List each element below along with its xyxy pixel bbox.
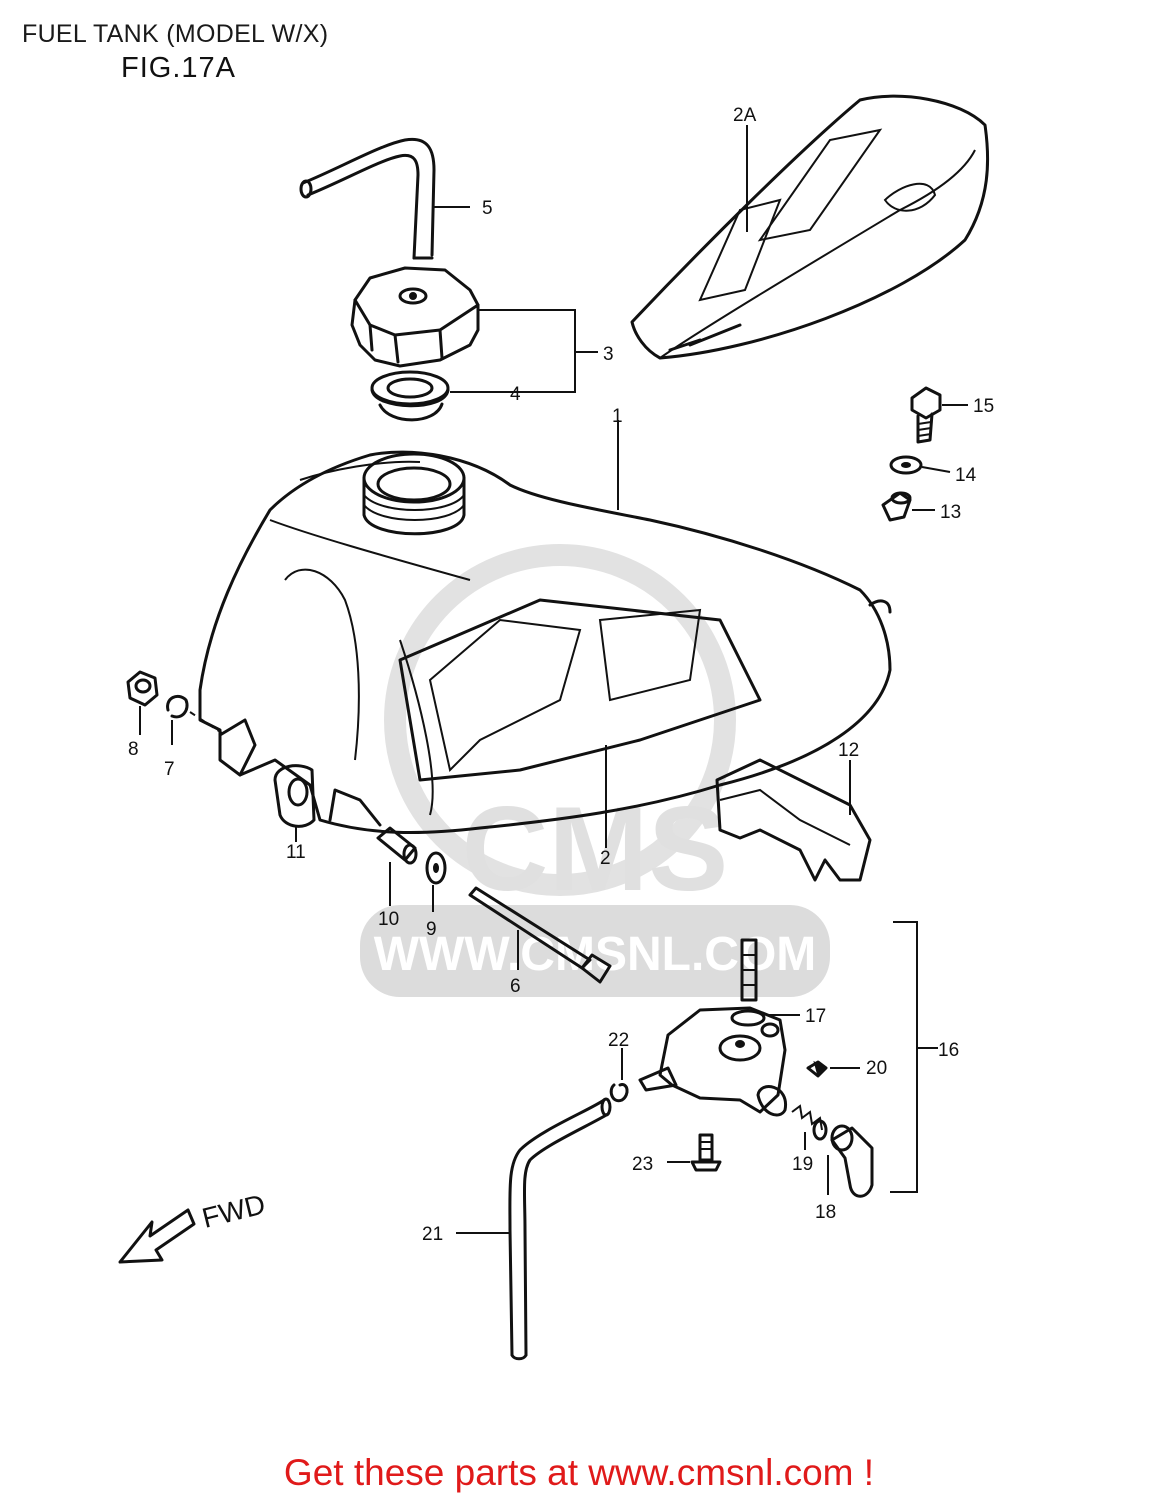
- callout-16: 16: [938, 1040, 959, 1061]
- figure-number: FIG.17A: [121, 52, 236, 84]
- part-washer: [889, 455, 923, 475]
- callout-11: 11: [286, 842, 306, 863]
- fwd-label: FWD: [199, 1188, 268, 1234]
- callout-22: 22: [608, 1030, 629, 1051]
- part-fuel-cock: [638, 938, 787, 1117]
- callout-5: 5: [482, 198, 493, 219]
- callout-10: 10: [378, 909, 399, 930]
- part-collar: [881, 491, 912, 522]
- part-screw: [806, 1060, 828, 1078]
- callout-8: 8: [128, 739, 139, 760]
- callout-2a: 2A: [733, 105, 757, 126]
- part-spacer: [376, 826, 418, 865]
- callout-3: 3: [603, 344, 614, 365]
- callout-21: 21: [422, 1224, 443, 1245]
- part-spring: [791, 1104, 828, 1141]
- callout-6: 6: [510, 976, 521, 997]
- part-bolt: [910, 386, 942, 444]
- part-fuel-cap: [350, 266, 480, 368]
- callout-13: 13: [940, 502, 961, 523]
- cms-watermark: CMS WWW.CMSNL.COM: [360, 544, 830, 997]
- part-washer-9: [425, 851, 447, 885]
- part-hose-clip: [609, 1083, 629, 1103]
- callout-12: 12: [838, 740, 859, 761]
- callout-19: 19: [792, 1154, 813, 1175]
- part-fuel-tank: [198, 450, 892, 835]
- watermark-brand: CMS: [462, 782, 729, 916]
- callout-4: 4: [510, 384, 521, 405]
- page-title: FUEL TANK (MODEL W/X): [22, 20, 329, 48]
- part-cover: [715, 758, 872, 882]
- callout-23: 23: [632, 1154, 653, 1175]
- callout-18: 18: [815, 1202, 836, 1223]
- forward-arrow-icon: FWD: [118, 1188, 268, 1264]
- part-screw-23: [690, 1133, 722, 1172]
- callout-9: 9: [426, 919, 437, 940]
- part-long-bolt: [468, 886, 612, 984]
- callout-20: 20: [866, 1058, 887, 1079]
- part-tank-shroud: [630, 94, 990, 360]
- part-fuel-hose: [508, 1097, 612, 1361]
- part-clip: [166, 694, 226, 736]
- part-vent-hose: [299, 137, 436, 260]
- callout-1: 1: [612, 406, 623, 427]
- part-cap-gasket: [370, 370, 450, 422]
- part-grommet: [273, 764, 316, 828]
- part-nut: [126, 670, 159, 707]
- callout-15: 15: [973, 396, 994, 417]
- callout-2: 2: [600, 848, 611, 869]
- promo-link[interactable]: Get these parts at www.cmsnl.com !: [283, 1452, 875, 1493]
- callout-17: 17: [805, 1006, 826, 1027]
- callout-7: 7: [164, 759, 175, 780]
- callout-14: 14: [955, 465, 977, 486]
- part-lever: [830, 1124, 874, 1198]
